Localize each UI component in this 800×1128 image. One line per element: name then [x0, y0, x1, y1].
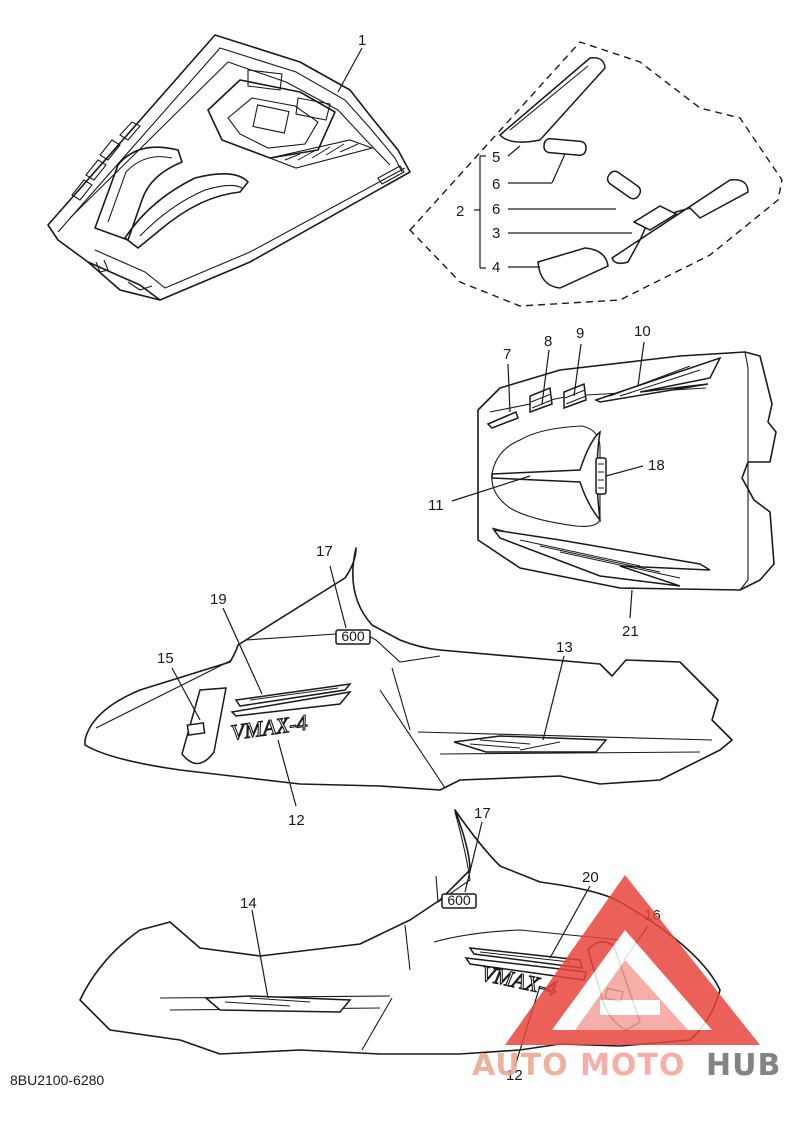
callout-9: 9 [576, 325, 584, 342]
callout-8: 8 [544, 333, 552, 350]
callout-17-upper: 17 [316, 543, 333, 560]
watermark-logo-icon [505, 875, 760, 1045]
side-panel-upper: 600 VMAX-4 [84, 547, 733, 807]
callout-12-upper: 12 [288, 812, 305, 829]
watermark-hub: HUB [706, 1048, 781, 1083]
callout-3: 3 [492, 225, 500, 242]
part-code: 8BU2100-6280 [10, 1072, 104, 1088]
callout-17-lower: 17 [474, 805, 491, 822]
callout-18: 18 [648, 457, 665, 474]
badge-600-upper: 600 [341, 628, 365, 644]
callout-4: 4 [492, 259, 500, 276]
callout-10: 10 [634, 323, 651, 340]
callout-14: 14 [240, 895, 257, 912]
callout-2: 2 [456, 203, 464, 220]
callout-labels: 1 2 3 4 5 6 6 7 8 9 10 11 12 12 13 14 15… [157, 32, 665, 1084]
callout-1: 1 [358, 32, 366, 49]
callout-13: 13 [556, 639, 573, 656]
watermark-moto: MOTO [580, 1048, 685, 1083]
callout-12-lower: 12 [506, 1067, 523, 1084]
callout-21: 21 [622, 623, 639, 640]
hood-assembly [47, 34, 411, 301]
callout-6-upper: 6 [492, 176, 500, 193]
callout-7: 7 [503, 346, 511, 363]
callout-6-lower: 6 [492, 201, 500, 218]
callout-19: 19 [210, 591, 227, 608]
callout-20: 20 [582, 869, 599, 886]
callout-11: 11 [428, 497, 444, 514]
hood-decal-detail [409, 41, 783, 307]
automotohub-watermark: AUTO MOTO HUB [472, 875, 781, 1083]
watermark-auto: AUTO [472, 1048, 569, 1083]
hood-top-view [451, 341, 777, 619]
badge-600-lower: 600 [447, 892, 471, 908]
callout-5: 5 [492, 149, 500, 166]
callout-15: 15 [157, 650, 174, 667]
